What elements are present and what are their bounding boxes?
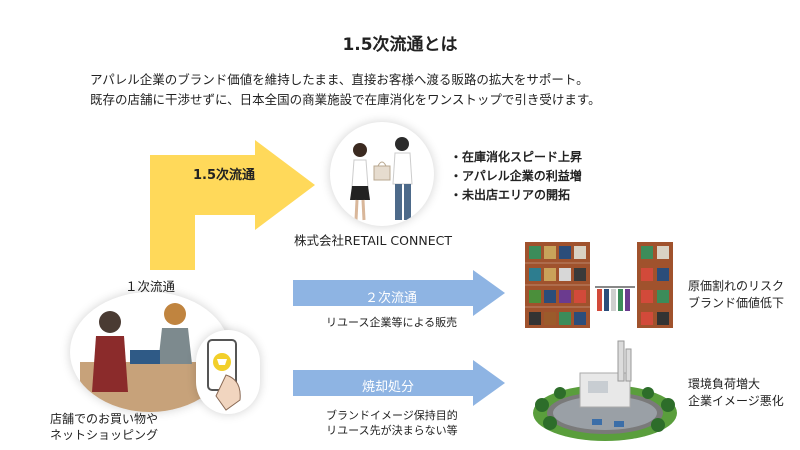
intro-line-2: 既存の店舗に干渉せずに、日本全国の商業施設で在庫消化をワンストップで引き受けます…	[90, 92, 601, 107]
route-burn-arrow-shape	[293, 360, 505, 406]
route-2-label: ２次流通	[365, 291, 418, 306]
route-15-label: 1.5次流通	[193, 168, 256, 183]
benefit-item: ・在庫消化スピード上昇	[450, 150, 583, 164]
benefit-item: ・アパレル企業の利益増	[450, 169, 582, 183]
route-burn-sub-line-1: ブランドイメージ保持目的	[326, 409, 458, 422]
benefit-item: ・未出店エリアの開拓	[450, 188, 571, 202]
route-2-arrow	[293, 270, 505, 316]
route-burn-arrow	[293, 360, 505, 406]
primary-label: １次流通	[125, 279, 176, 294]
route-burn-sub: ブランドイメージ保持目的 リユース先が決まらない等	[326, 408, 458, 438]
risk-item: 環境負荷増大	[688, 377, 761, 391]
company-name: 株式会社RETAIL CONNECT	[294, 233, 452, 248]
route-2-risks: 原価割れのリスク ブランド価値低下	[688, 278, 784, 312]
route-2-sub: リユース企業等による販売	[326, 316, 458, 329]
benefit-list: ・在庫消化スピード上昇 ・アパレル企業の利益増 ・未出店エリアの開拓	[450, 148, 582, 205]
route-15-arrow	[150, 140, 315, 270]
route-2-arrow-shape	[293, 270, 505, 316]
intro-text: アパレル企業のブランド価値を維持したまま、直接お客様へ渡る販路の拡大をサポート。…	[90, 70, 601, 110]
risk-item: 原価割れのリスク	[688, 279, 785, 293]
incineration-plant-icon	[533, 340, 677, 441]
primary-caption-line-1: 店舗でのお買い物や	[50, 412, 159, 426]
smartphone-cart-icon	[207, 339, 241, 411]
route-burn-label: 焼却処分	[362, 380, 415, 395]
phone-shopping-illustration	[196, 330, 260, 414]
risk-item: ブランド価値低下	[688, 296, 785, 310]
clothing-shelf-icon	[525, 242, 673, 328]
retail-connect-illustration	[330, 122, 434, 226]
route-burn-sub-line-2: リユース先が決まらない等	[326, 424, 458, 437]
risk-item: 企業イメージ悪化	[688, 394, 784, 408]
handover-people-icon	[350, 137, 413, 221]
intro-line-1: アパレル企業のブランド価値を維持したまま、直接お客様へ渡る販路の拡大をサポート。	[90, 72, 589, 87]
route-15-arrow-shape	[150, 140, 315, 270]
route-burn-risks: 環境負荷増大 企業イメージ悪化	[688, 376, 784, 410]
primary-caption: 店舗でのお買い物や ネットショッピング	[50, 411, 158, 443]
primary-caption-line-2: ネットショッピング	[50, 428, 159, 442]
page-title: 1.5次流通とは	[342, 35, 458, 55]
